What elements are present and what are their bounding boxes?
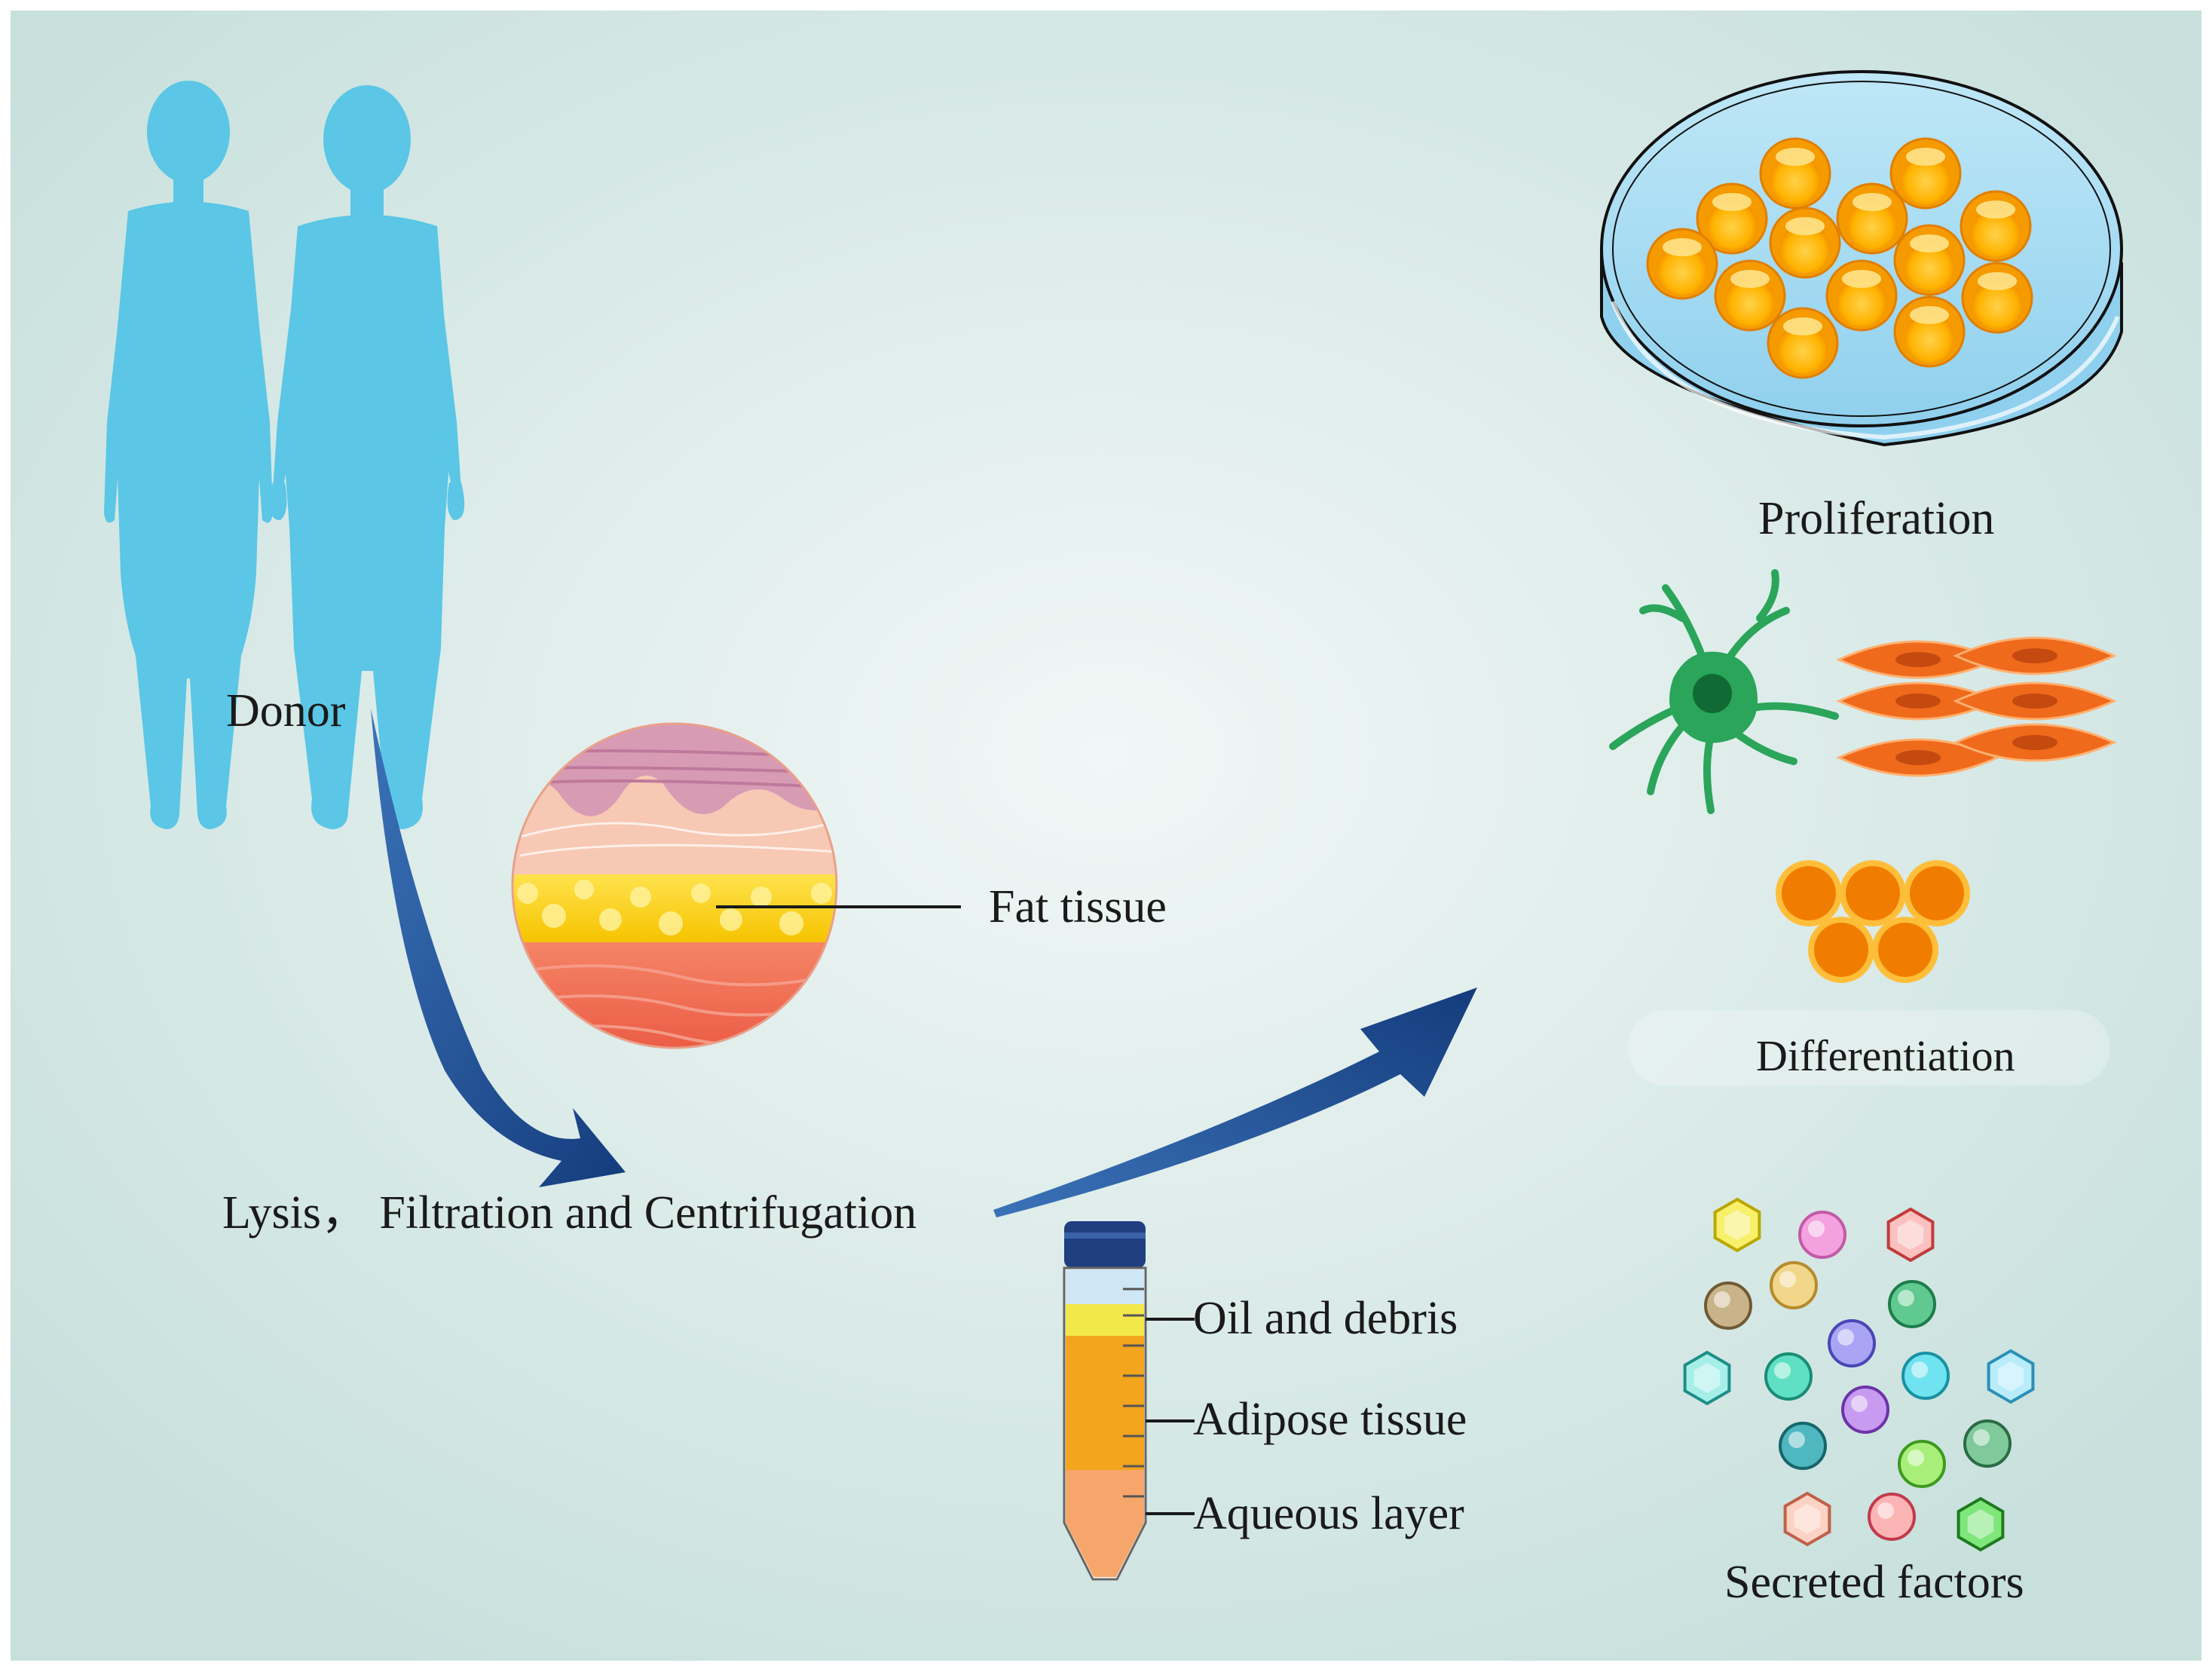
lysis-filtration-centrifugation-label: Lysis， Filtration and Centrifugation <box>222 1187 917 1239</box>
muscle-cell <box>1953 681 2117 721</box>
dish-cell <box>1960 190 2032 262</box>
dish-cell <box>1696 182 1768 255</box>
arrow-donor-to-lysis <box>371 709 626 1187</box>
muscle-cell <box>1836 681 2000 721</box>
secreted-factor <box>1713 1197 1761 1253</box>
secreted-factors <box>1683 1197 2035 1552</box>
muscle-cells <box>1836 636 2117 777</box>
dish-cell <box>1767 307 1839 379</box>
dish-cell <box>1893 224 1966 296</box>
dish-cell <box>1889 137 1962 210</box>
secreted-factor <box>1963 1419 2012 1468</box>
secreted-factor <box>1828 1319 1876 1367</box>
differentiation-label: Differentiation <box>1756 1031 2015 1080</box>
dish-cell <box>1836 182 1908 255</box>
secreted-factor <box>1868 1493 1916 1541</box>
secreted-factor <box>1987 1349 2035 1404</box>
neuron-nucleus <box>1693 674 1732 713</box>
adipocyte-cell <box>1872 917 1938 983</box>
adipocyte-cell <box>1808 917 1874 983</box>
adipocyte-cell <box>1840 860 1906 926</box>
secreted-factor <box>1901 1352 1950 1400</box>
adipose-tissue-label: Adipose tissue <box>1193 1394 1467 1445</box>
secreted-factors-label: Secreted factors <box>1724 1557 2024 1608</box>
secreted-factor <box>1886 1207 1935 1263</box>
muscle-cell <box>1953 723 2117 762</box>
donor-male-silhouette-icon <box>269 85 465 829</box>
arrow-lysis-to-outcomes <box>993 988 1477 1217</box>
donor-female-silhouette-icon <box>104 81 273 829</box>
dish-cell <box>1759 137 1831 210</box>
proliferating-cells <box>1646 137 2033 379</box>
aqueous-layer-label: Aqueous layer <box>1193 1488 1464 1539</box>
secreted-factor <box>1704 1282 1752 1330</box>
muscle-cell <box>1953 636 2117 675</box>
secreted-factor <box>1957 1496 2005 1552</box>
dish-cell <box>1646 228 1718 300</box>
dish-cell <box>1769 207 1841 279</box>
secreted-factor <box>1898 1440 1946 1488</box>
secreted-factor <box>1798 1211 1846 1259</box>
donor-label: Donor <box>226 685 346 736</box>
secreted-factor <box>1841 1386 1889 1434</box>
adipocyte-cell <box>1776 860 1842 926</box>
dish-cell <box>1714 259 1786 332</box>
secreted-factor <box>1770 1261 1818 1309</box>
dish-cell <box>1825 259 1898 332</box>
secreted-factor <box>1783 1491 1831 1547</box>
proliferation-label: Proliferation <box>1758 493 1995 544</box>
secreted-factor <box>1683 1350 1731 1406</box>
adipocyte-cluster <box>1776 860 1970 983</box>
dish-cell <box>1893 295 1966 368</box>
fat-tissue-label: Fat tissue <box>989 881 1167 932</box>
adipocyte-cell <box>1904 860 1970 926</box>
secreted-factor <box>1764 1352 1813 1401</box>
secreted-factor <box>1888 1280 1936 1328</box>
centrifuge-tube-icon <box>1063 1221 1195 1581</box>
secreted-factor <box>1779 1422 1827 1470</box>
oil-debris-label: Oil and debris <box>1193 1293 1458 1344</box>
dish-cell <box>1961 262 2033 334</box>
